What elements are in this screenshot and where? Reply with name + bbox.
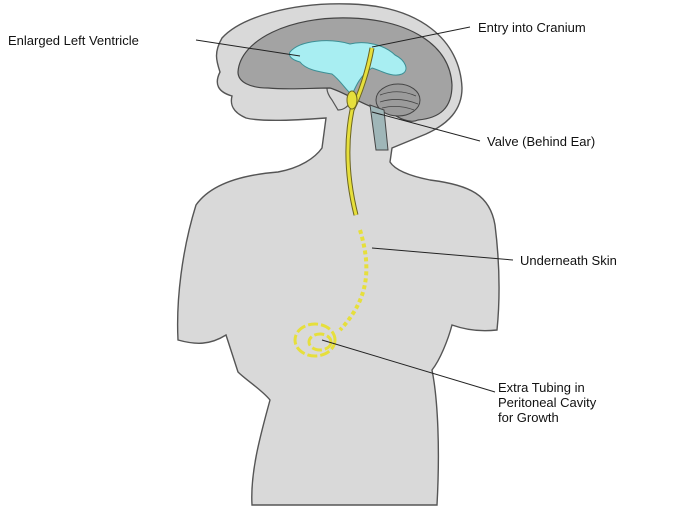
label-skin: Underneath Skin (520, 253, 617, 268)
label-tubing: Extra Tubing in Peritoneal Cavity for Gr… (498, 380, 668, 425)
valve-marker (347, 91, 357, 109)
label-cranium: Entry into Cranium (478, 20, 586, 35)
label-tubing-line2: Peritoneal Cavity (498, 395, 668, 410)
label-valve: Valve (Behind Ear) (487, 134, 595, 149)
label-tubing-line1: Extra Tubing in (498, 380, 668, 395)
label-ventricle: Enlarged Left Ventricle (8, 33, 139, 48)
label-tubing-line3: for Growth (498, 410, 668, 425)
